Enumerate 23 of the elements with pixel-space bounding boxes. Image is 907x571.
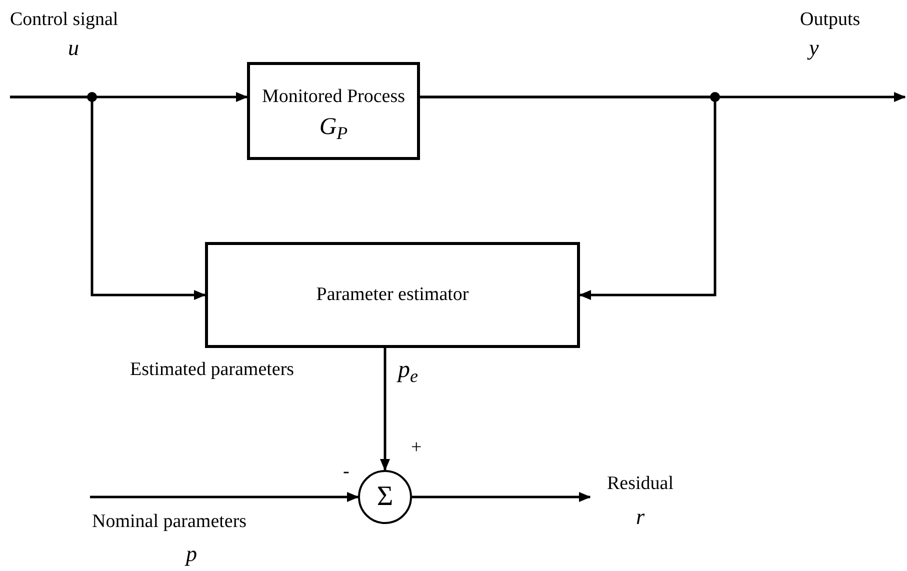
signal-label: Outputs: [800, 8, 860, 32]
variable-label: p: [186, 540, 197, 568]
block-text: G$_{P}$: [319, 115, 348, 140]
estimator-block: [205, 242, 580, 348]
block-text: Monitored Process: [262, 84, 405, 109]
variable-label: y: [809, 34, 819, 62]
signal-label: Residual: [607, 472, 674, 496]
block-text: Parameter estimator: [316, 282, 469, 307]
variable-label: r: [636, 503, 645, 530]
arrow: [90, 492, 359, 502]
signal-label: Nominal parameters: [92, 510, 247, 534]
process-block: [247, 62, 420, 160]
arrow: [10, 96, 206, 300]
arrow: [412, 492, 591, 502]
arrow: [420, 96, 716, 300]
signal-label: Estimated parameters: [130, 358, 294, 382]
variable-label: u: [68, 34, 79, 62]
sign-label: +: [411, 438, 422, 457]
summing-junction: [358, 470, 412, 524]
block-text: Σ: [376, 483, 394, 511]
sign-label: -: [343, 462, 350, 481]
arrow: [380, 348, 390, 471]
signal-label: Control signal: [10, 8, 118, 32]
